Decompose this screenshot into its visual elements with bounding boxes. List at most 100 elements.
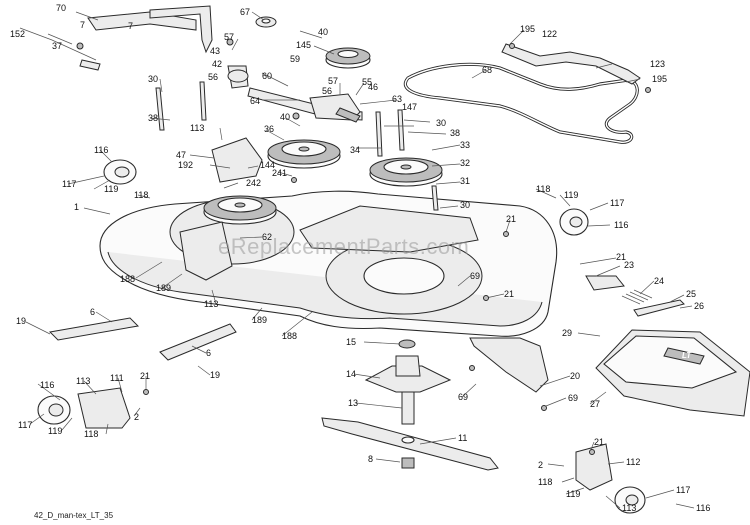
wheel-upper-left bbox=[103, 159, 137, 185]
callout-116: 116 bbox=[94, 145, 108, 155]
clip-67 bbox=[255, 16, 277, 28]
callout-47: 47 bbox=[176, 150, 186, 160]
callout-118: 118 bbox=[536, 184, 550, 194]
callout-119: 119 bbox=[48, 426, 62, 436]
drawing-reference: 42_D_man-tex_LT_35 bbox=[34, 511, 114, 520]
callout-117: 117 bbox=[18, 420, 32, 430]
callout-147: 147 bbox=[402, 102, 417, 112]
callout-152: 152 bbox=[10, 29, 25, 39]
callout-189: 189 bbox=[156, 283, 171, 293]
watermark: eReplacementParts.com bbox=[218, 234, 469, 259]
callout-30: 30 bbox=[460, 200, 470, 210]
hanger-bracket-upper bbox=[48, 317, 140, 341]
callout-20: 20 bbox=[570, 371, 580, 381]
callout-21: 21 bbox=[140, 371, 150, 381]
callout-2: 2 bbox=[134, 412, 139, 422]
callout-63: 63 bbox=[392, 94, 402, 104]
lift-linkage bbox=[19, 5, 213, 71]
chute-bracket-23 bbox=[585, 275, 625, 291]
callout-60: 60 bbox=[262, 71, 272, 81]
callout-38: 38 bbox=[148, 113, 158, 123]
callout-117: 117 bbox=[62, 179, 76, 189]
callout-21: 21 bbox=[506, 214, 516, 224]
callout-113: 113 bbox=[204, 299, 218, 309]
callout-27: 27 bbox=[590, 399, 600, 409]
idler-arm bbox=[247, 87, 363, 123]
callout-33: 33 bbox=[460, 140, 470, 150]
callout-69: 69 bbox=[470, 271, 480, 281]
callout-23: 23 bbox=[624, 260, 634, 270]
callout-64: 64 bbox=[250, 96, 260, 106]
wheel-lower-left bbox=[37, 387, 131, 429]
callout-31: 31 bbox=[460, 176, 470, 186]
callout-59: 59 bbox=[290, 54, 300, 64]
deck-pulley-left bbox=[203, 195, 277, 225]
callout-32: 32 bbox=[460, 158, 470, 168]
callout-57: 57 bbox=[328, 76, 338, 86]
callout-11: 11 bbox=[458, 433, 467, 443]
callout-118: 118 bbox=[538, 477, 552, 487]
callout-57: 57 bbox=[224, 32, 234, 42]
callout-30: 30 bbox=[436, 118, 446, 128]
callout-117: 117 bbox=[676, 485, 690, 495]
wheel-right bbox=[559, 208, 589, 236]
callout-116: 116 bbox=[696, 503, 710, 513]
callout-6: 6 bbox=[90, 307, 95, 317]
callout-14: 14 bbox=[346, 369, 356, 379]
callout-123: 123 bbox=[650, 59, 665, 69]
callout-69: 69 bbox=[458, 392, 468, 402]
callout-37: 37 bbox=[52, 41, 62, 51]
callout-40: 40 bbox=[280, 112, 290, 122]
callout-195: 195 bbox=[652, 74, 667, 84]
mower-blade bbox=[321, 417, 499, 471]
callout-21: 21 bbox=[504, 289, 514, 299]
callout-113: 113 bbox=[76, 376, 90, 386]
callout-21: 21 bbox=[594, 437, 604, 447]
callout-145: 145 bbox=[296, 40, 311, 50]
callout-19: 19 bbox=[210, 370, 220, 380]
callout-42: 42 bbox=[212, 59, 222, 69]
callout-116: 116 bbox=[40, 380, 54, 390]
callout-43: 43 bbox=[210, 46, 220, 56]
callout-6: 6 bbox=[206, 348, 211, 358]
callout-112: 112 bbox=[626, 457, 640, 467]
callout-189: 189 bbox=[252, 315, 267, 325]
callout-40: 40 bbox=[318, 27, 328, 37]
callout-26: 26 bbox=[694, 301, 704, 311]
callout-144: 144 bbox=[260, 160, 275, 170]
callout-21: 21 bbox=[616, 252, 626, 262]
callout-116: 116 bbox=[614, 220, 628, 230]
rod-38-right bbox=[375, 109, 439, 211]
callout-122: 122 bbox=[542, 29, 557, 39]
callout-7: 7 bbox=[80, 20, 85, 30]
callout-2: 2 bbox=[538, 460, 543, 470]
drive-belt bbox=[404, 62, 639, 144]
callout-113: 113 bbox=[190, 123, 204, 133]
chute-spring-24 bbox=[621, 289, 653, 305]
callout-1: 1 bbox=[74, 202, 79, 212]
callout-15: 15 bbox=[346, 337, 356, 347]
idler-pulley-36 bbox=[267, 139, 341, 169]
callout-113: 113 bbox=[622, 503, 636, 513]
callout-119: 119 bbox=[566, 489, 580, 499]
callout-111: 111 bbox=[110, 373, 124, 383]
callout-68: 68 bbox=[482, 65, 492, 75]
callout-69: 69 bbox=[568, 393, 578, 403]
callout-8: 8 bbox=[368, 454, 373, 464]
chute-rod-25 bbox=[633, 299, 685, 317]
callout-38: 38 bbox=[450, 128, 460, 138]
callout-34: 34 bbox=[350, 145, 360, 155]
chute-badge: LT bbox=[682, 351, 692, 360]
callout-30: 30 bbox=[148, 74, 158, 84]
hanger-bracket-lower bbox=[159, 323, 237, 361]
pulley-32 bbox=[369, 157, 443, 187]
callout-118: 118 bbox=[84, 429, 98, 439]
callout-188: 188 bbox=[282, 331, 297, 341]
callout-242: 242 bbox=[246, 178, 261, 188]
bracket-43 bbox=[227, 65, 249, 89]
callout-119: 119 bbox=[104, 184, 118, 194]
callout-25: 25 bbox=[686, 289, 696, 299]
callout-67: 67 bbox=[240, 7, 250, 17]
